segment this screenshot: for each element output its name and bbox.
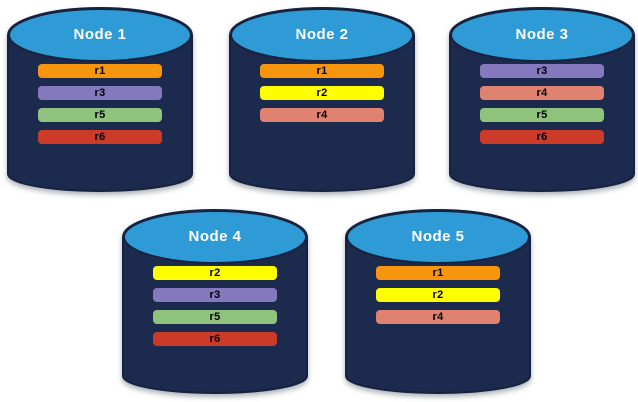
replica-label: r6 [209,332,221,345]
replica-bar[interactable]: r6 [38,130,162,144]
replica-label: r6 [536,130,548,143]
replica-bar[interactable]: r6 [480,130,604,144]
replica-label: r5 [536,108,548,121]
replica-bar[interactable]: r5 [480,108,604,122]
replica-label: r4 [536,86,548,99]
replica-bar[interactable]: r4 [480,86,604,100]
cylinder-shape [122,209,308,394]
replica-label: r4 [316,108,328,121]
replica-bar[interactable]: r6 [153,332,277,346]
replica-list: r1 r2 r4 [230,64,414,122]
replica-label: r5 [94,108,106,121]
replica-bar[interactable]: r3 [480,64,604,78]
replica-bar[interactable]: r3 [38,86,162,100]
replica-label: r2 [316,86,328,99]
replica-label: r2 [209,266,221,279]
replica-label: r1 [94,64,106,77]
replica-label: r4 [432,310,444,323]
replica-bar[interactable]: r1 [260,64,384,78]
replica-label: r1 [316,64,328,77]
replica-bar[interactable]: r4 [376,310,500,324]
replica-label: r3 [94,86,106,99]
replica-bar[interactable]: r2 [153,266,277,280]
replica-list: r3 r4 r5 r6 [450,64,634,144]
replica-list: r1 r2 r4 [346,266,530,324]
replica-list: r2 r3 r5 r6 [123,266,307,346]
replica-label: r2 [432,288,444,301]
replica-bar[interactable]: r5 [38,108,162,122]
replica-label: r3 [209,288,221,301]
replica-bar[interactable]: r1 [376,266,500,280]
replica-bar[interactable]: r3 [153,288,277,302]
replica-bar[interactable]: r2 [260,86,384,100]
replica-bar[interactable]: r5 [153,310,277,324]
replica-bar[interactable]: r1 [38,64,162,78]
replica-bar[interactable]: r2 [376,288,500,302]
replica-bar[interactable]: r4 [260,108,384,122]
replica-list: r1 r3 r5 r6 [8,64,192,144]
replica-label: r3 [536,64,548,77]
replica-label: r1 [432,266,444,279]
replica-label: r6 [94,130,106,143]
replica-label: r5 [209,310,221,323]
